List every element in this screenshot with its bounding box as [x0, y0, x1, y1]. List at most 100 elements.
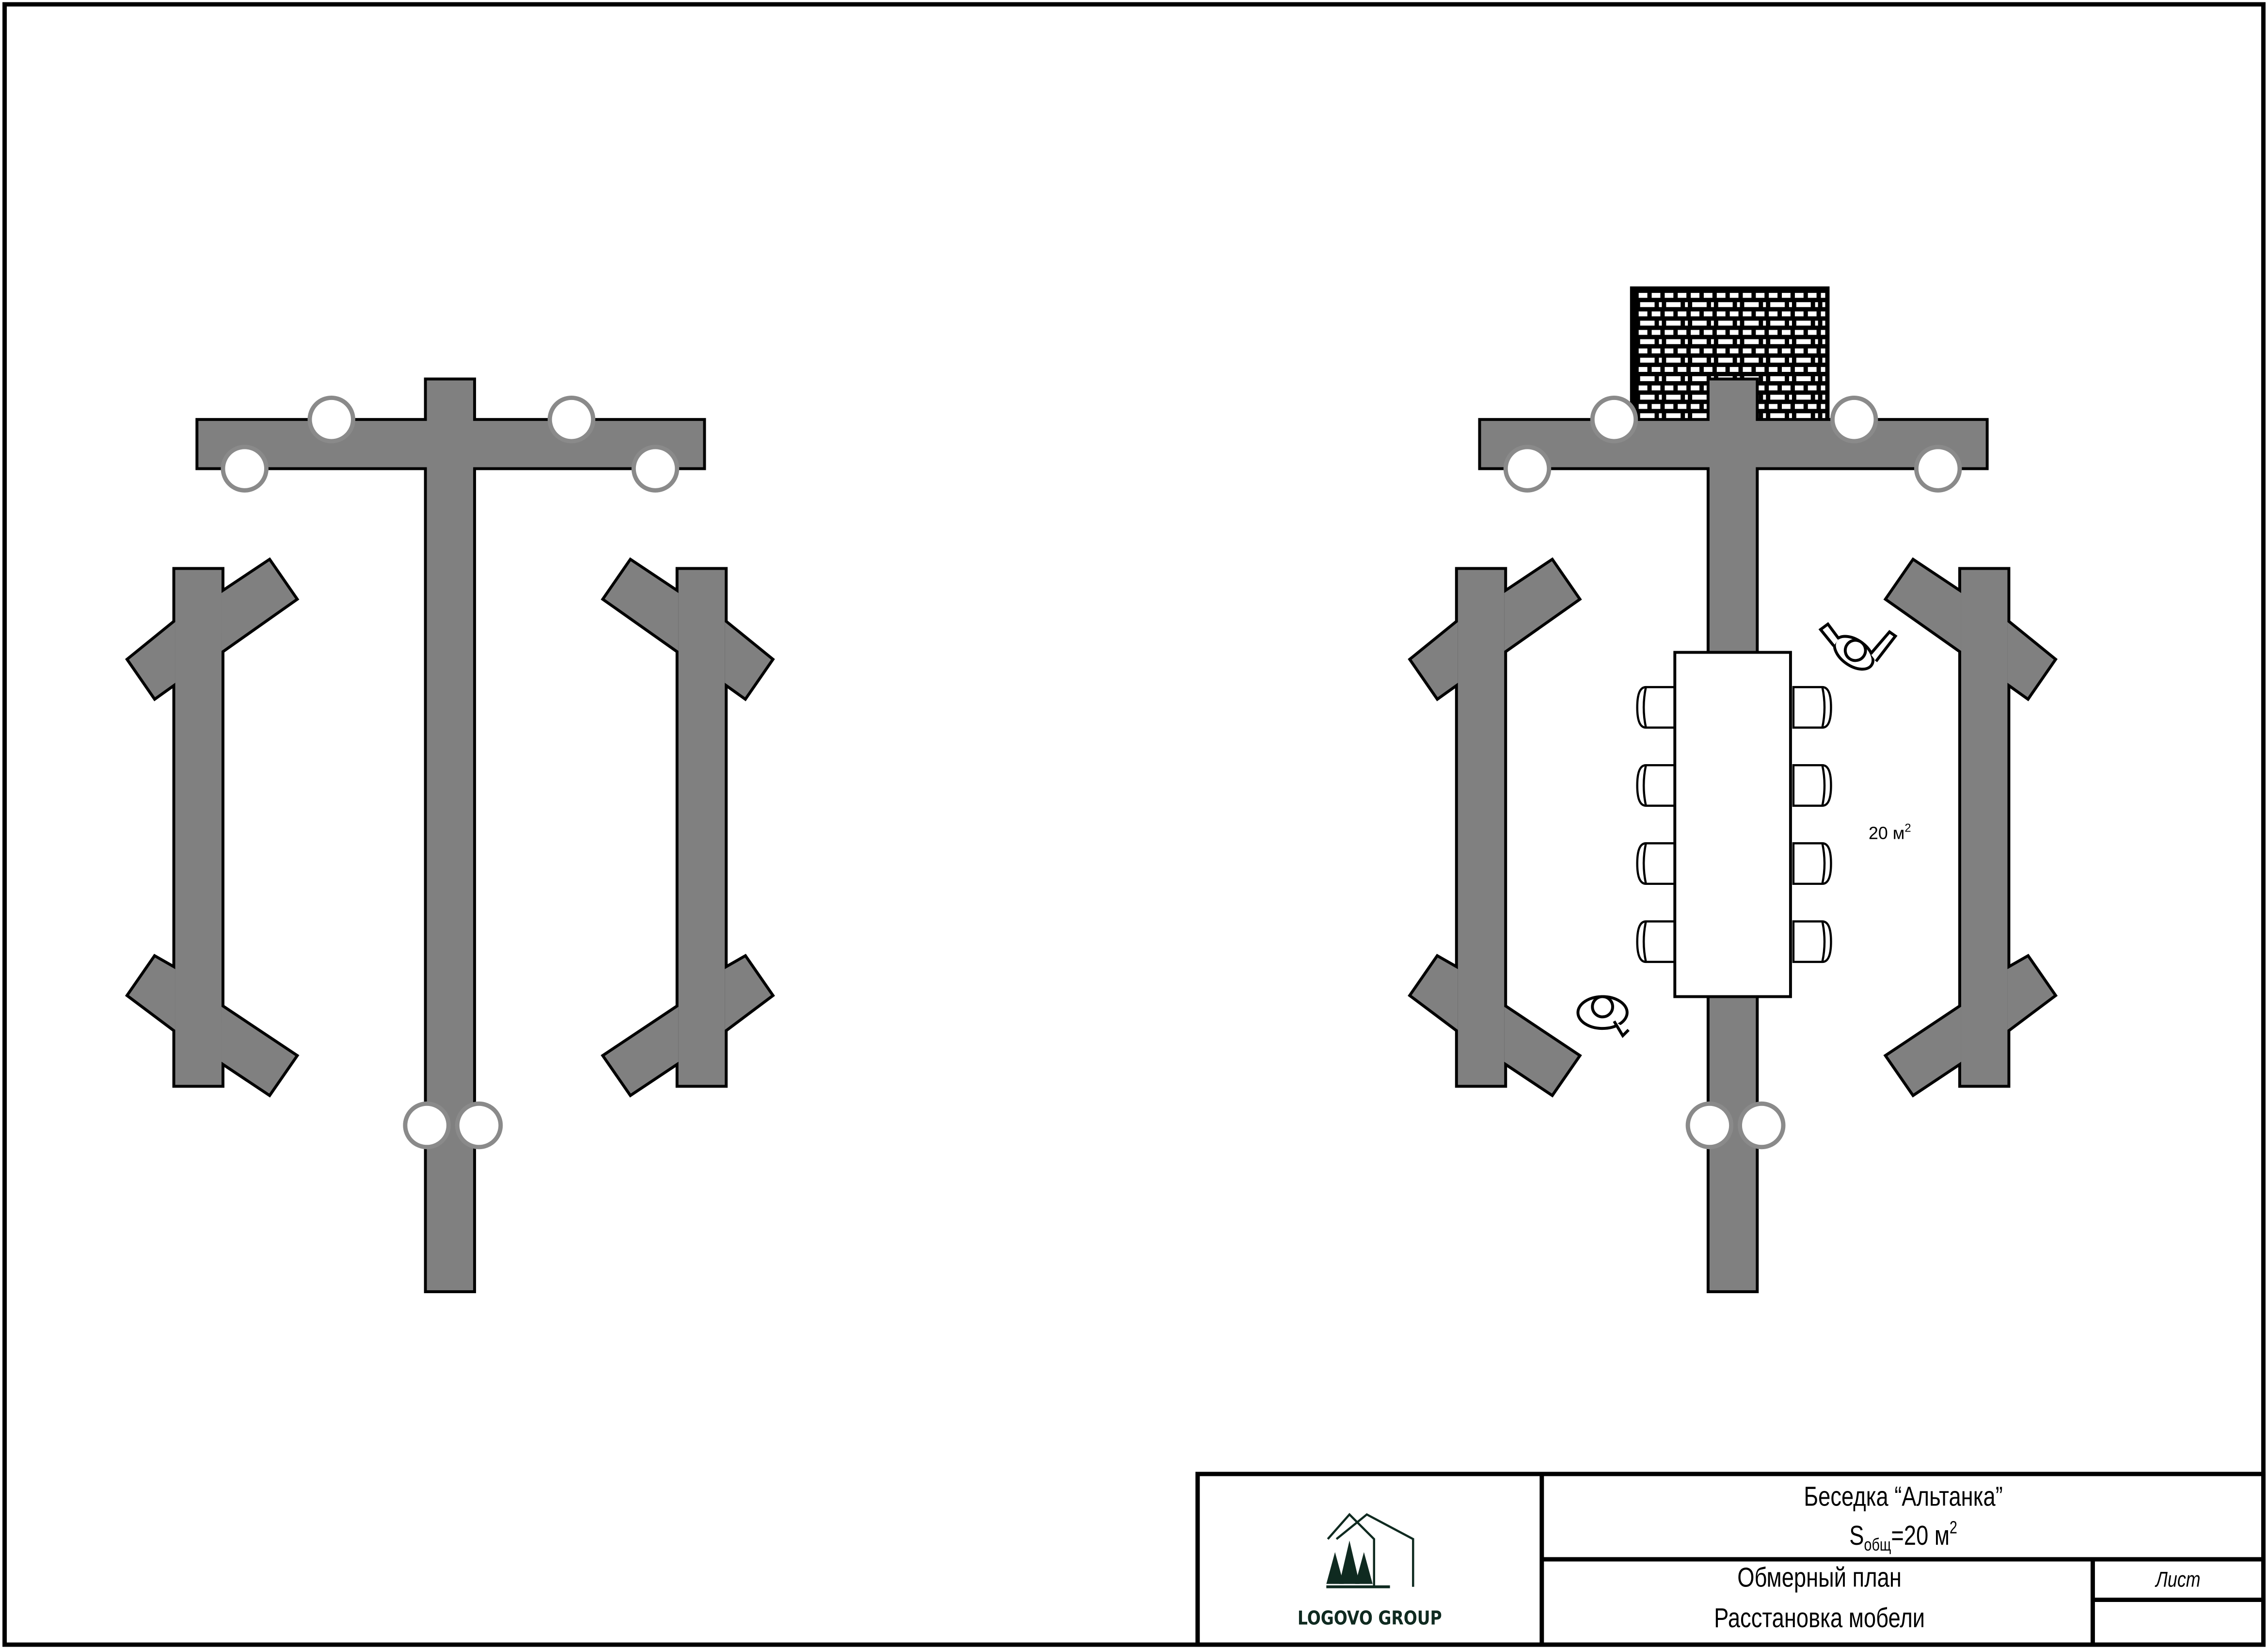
brick	[1729, 367, 1739, 372]
brick	[1638, 293, 1648, 298]
brick	[1638, 385, 1648, 391]
brick	[1716, 367, 1726, 372]
brick	[1808, 404, 1817, 409]
person-figure	[1818, 622, 1898, 671]
brick	[1821, 348, 1825, 353]
brick	[1692, 320, 1707, 326]
brick	[1640, 357, 1655, 363]
brick	[1743, 311, 1752, 317]
brick	[1651, 293, 1661, 298]
brick	[1659, 302, 1662, 307]
brick	[1737, 357, 1740, 363]
brick	[1678, 385, 1687, 391]
brick	[1640, 376, 1655, 382]
brick	[1665, 404, 1674, 409]
brick	[1822, 357, 1825, 363]
chair	[1793, 843, 1831, 884]
brick	[1789, 395, 1792, 400]
person-figure	[1576, 995, 1630, 1038]
logo-house-icon	[1327, 1513, 1414, 1587]
chair	[1637, 843, 1675, 884]
brick	[1678, 404, 1687, 409]
logo-text: LOGOVO GROUP	[1298, 1608, 1442, 1629]
brick	[1665, 367, 1674, 372]
brick	[1794, 367, 1804, 372]
brick	[1678, 330, 1687, 335]
brick	[1711, 320, 1714, 326]
brick	[1638, 311, 1648, 317]
sheet-name-line1: Обмерный план	[1737, 1562, 1902, 1593]
brick	[1796, 339, 1811, 344]
brick	[1685, 395, 1688, 400]
brick	[1678, 293, 1687, 298]
chair	[1637, 687, 1675, 728]
brick	[1716, 293, 1726, 298]
brick	[1770, 302, 1785, 307]
brick	[1770, 376, 1785, 382]
brick	[1815, 320, 1818, 326]
brick	[1691, 330, 1699, 335]
sheet-name-line2: Расстановка мобели	[1714, 1602, 1925, 1633]
brick	[1665, 348, 1674, 353]
brick	[1756, 404, 1765, 409]
brick	[1666, 357, 1681, 363]
brick	[1789, 302, 1792, 307]
right-wall-wing	[1887, 561, 2054, 1094]
brick	[1808, 348, 1817, 353]
brick	[1770, 395, 1785, 400]
brick	[1769, 330, 1778, 335]
brick	[1703, 311, 1713, 317]
left-wall-wing	[1412, 561, 1578, 1094]
brick	[1796, 320, 1811, 326]
brick	[1815, 302, 1818, 307]
brick	[1729, 348, 1739, 353]
project-title: Беседка “Альтанка”	[1804, 1481, 2002, 1512]
brick	[1770, 320, 1785, 326]
brick	[1685, 302, 1688, 307]
brick	[1808, 385, 1817, 391]
brick	[1666, 339, 1681, 344]
brick	[1640, 302, 1655, 307]
brick	[1685, 357, 1688, 363]
brick	[1769, 311, 1778, 317]
brick	[1782, 404, 1791, 409]
brick	[1665, 385, 1674, 391]
brick	[1794, 311, 1804, 317]
brick	[1703, 367, 1713, 372]
brick	[1692, 357, 1707, 363]
brick	[1756, 311, 1765, 317]
brick	[1796, 413, 1811, 418]
chair	[1637, 921, 1675, 962]
brick	[1794, 330, 1804, 335]
brick	[1769, 367, 1778, 372]
brick	[1789, 320, 1792, 326]
brick	[1743, 367, 1752, 372]
brick	[1822, 302, 1825, 307]
brick	[1692, 413, 1707, 418]
brick	[1789, 413, 1792, 418]
chairs-left	[1637, 687, 1675, 962]
brick	[1718, 302, 1733, 307]
brick	[1782, 293, 1791, 298]
brick	[1659, 320, 1662, 326]
brick	[1737, 339, 1740, 344]
brick	[1716, 348, 1726, 353]
brick	[1763, 320, 1766, 326]
brick	[1703, 330, 1713, 335]
chair	[1637, 765, 1675, 806]
brick	[1659, 376, 1662, 382]
brick	[1763, 302, 1766, 307]
brick	[1638, 367, 1648, 372]
brick	[1711, 339, 1714, 344]
brick	[1640, 339, 1655, 344]
furniture-plan: 20 м2	[1412, 286, 2054, 1290]
brick	[1769, 293, 1778, 298]
brick	[1808, 311, 1817, 317]
brick	[1665, 311, 1674, 317]
brick	[1744, 302, 1759, 307]
brick	[1685, 413, 1688, 418]
brick	[1666, 413, 1681, 418]
brick	[1711, 357, 1714, 363]
brick	[1692, 395, 1707, 400]
